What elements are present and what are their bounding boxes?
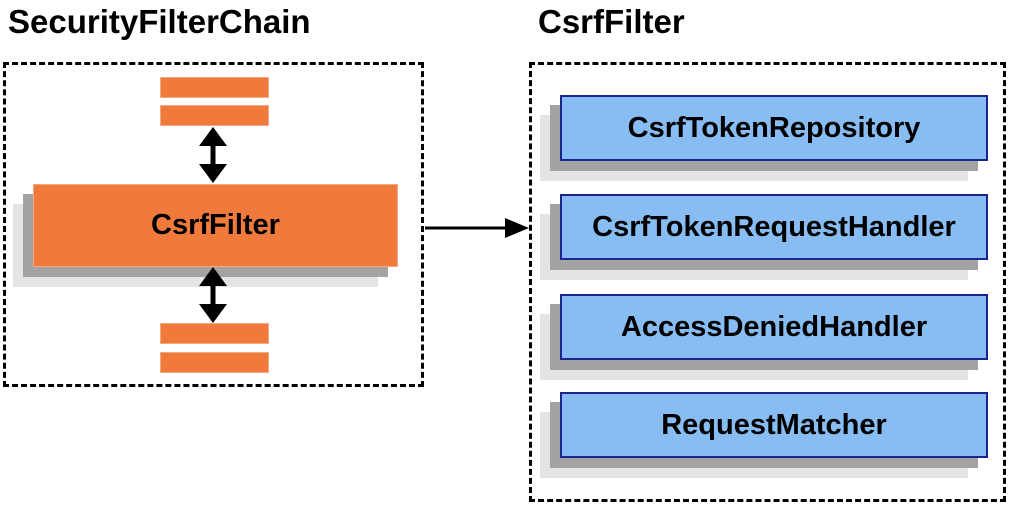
up-down-arrow-icon [199, 267, 227, 323]
component-box-csrf-token-repository: CsrfTokenRepository [560, 95, 988, 161]
csrf-filter-box-label: CsrfFilter [151, 209, 280, 241]
right-arrow-icon [425, 218, 529, 238]
csrf-filter-group-title: CsrfFilter [538, 3, 685, 40]
component-box-access-denied-handler: AccessDeniedHandler [560, 294, 988, 360]
csrf-filter-box: CsrfFilter [33, 184, 398, 267]
component-label: CsrfTokenRequestHandler [592, 210, 956, 243]
component-label: CsrfTokenRepository [627, 111, 921, 144]
filter-bar [160, 77, 269, 98]
component-box-request-matcher: RequestMatcher [560, 392, 988, 458]
filter-bar [160, 352, 269, 373]
csrf-filter-components-container [529, 62, 1006, 502]
filter-bar [160, 105, 269, 126]
filter-bar [160, 323, 269, 344]
component-label: AccessDeniedHandler [620, 310, 928, 343]
up-down-arrow-icon [199, 127, 227, 183]
security-filter-chain-title: SecurityFilterChain [8, 3, 311, 40]
component-box-csrf-token-request-handler: CsrfTokenRequestHandler [560, 194, 988, 260]
component-label: RequestMatcher [661, 408, 887, 441]
security-filter-chain-container [3, 62, 424, 387]
